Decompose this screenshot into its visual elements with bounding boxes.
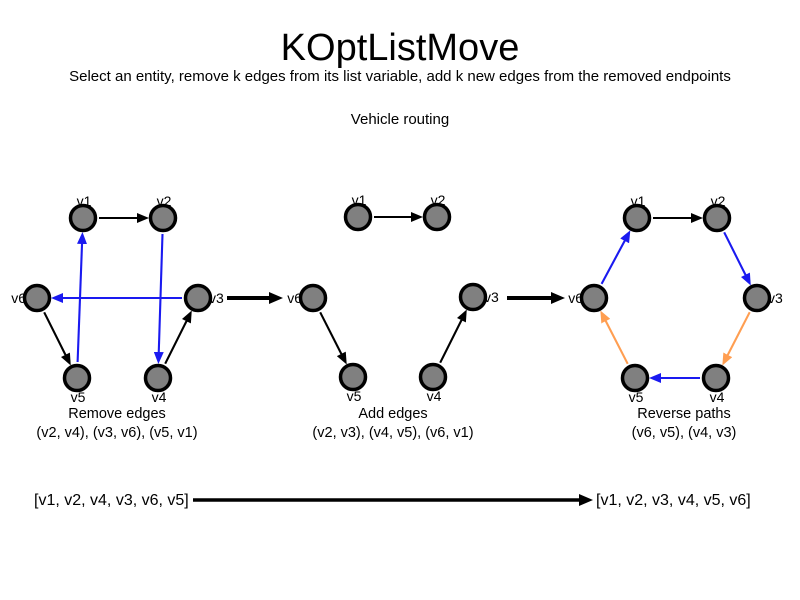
node-remove-edges-v6 bbox=[22, 283, 52, 313]
edge-reverse-paths-v5-v6 bbox=[600, 310, 629, 365]
node-label-add-edges-v4: v4 bbox=[427, 388, 442, 404]
edge-add-edges-v4-v3 bbox=[439, 309, 467, 364]
node-label-remove-edges-v2: v2 bbox=[157, 193, 172, 209]
node-label-reverse-paths-v3: v3 bbox=[768, 290, 783, 306]
node-add-edges-v3 bbox=[458, 282, 488, 312]
node-add-edges-v2 bbox=[422, 202, 452, 232]
node-label-add-edges-v3: v3 bbox=[484, 289, 499, 305]
node-label-add-edges-v5: v5 bbox=[347, 388, 362, 404]
node-label-add-edges-v1: v1 bbox=[352, 192, 367, 208]
node-add-edges-v4 bbox=[418, 362, 448, 392]
caption-add-edges: Add edges (v2, v3), (v4, v5), (v6, v1) bbox=[253, 405, 533, 443]
node-reverse-paths-v6 bbox=[579, 283, 609, 313]
edge-remove-edges-v2-v4 bbox=[153, 233, 164, 364]
node-label-remove-edges-v3: v3 bbox=[209, 290, 224, 306]
node-label-remove-edges-v4: v4 bbox=[152, 389, 167, 405]
node-label-reverse-paths-v6: v6 bbox=[568, 290, 583, 306]
node-add-edges-v1 bbox=[343, 202, 373, 232]
edge-remove-edges-v4-v3 bbox=[164, 310, 192, 365]
edge-add-edges-v6-v5 bbox=[319, 311, 347, 365]
page-title: KOptListMove bbox=[280, 27, 520, 69]
caption-reverse-paths-title: Reverse paths bbox=[637, 406, 731, 422]
node-remove-edges-v4 bbox=[143, 363, 173, 393]
node-add-edges-v6 bbox=[298, 283, 328, 313]
node-remove-edges-v2 bbox=[148, 203, 178, 233]
edge-reverse-paths-v6-v1 bbox=[600, 230, 631, 285]
caption-add-edges-title: Add edges bbox=[358, 406, 428, 422]
node-remove-edges-v1 bbox=[68, 203, 98, 233]
caption-add-edges-list: (v2, v3), (v4, v5), (v6, v1) bbox=[312, 425, 474, 441]
list-before: [v1, v2, v4, v3, v6, v5] bbox=[34, 492, 189, 509]
node-label-reverse-paths-v2: v2 bbox=[711, 193, 726, 209]
node-label-remove-edges-v1: v1 bbox=[77, 193, 92, 209]
node-label-add-edges-v6: v6 bbox=[287, 290, 302, 306]
list-after: [v1, v2, v3, v4, v5, v6] bbox=[596, 492, 751, 509]
node-reverse-paths-v2 bbox=[702, 203, 732, 233]
caption-remove-edges-title: Remove edges bbox=[68, 406, 166, 422]
node-label-remove-edges-v5: v5 bbox=[71, 389, 86, 405]
node-label-reverse-paths-v1: v1 bbox=[631, 193, 646, 209]
edge-remove-edges-v5-v1 bbox=[76, 232, 88, 363]
node-reverse-paths-v1 bbox=[622, 203, 652, 233]
page-subtitle: Select an entity, remove k edges from it… bbox=[69, 68, 731, 85]
scenario-label: Vehicle routing bbox=[350, 111, 450, 128]
node-label-reverse-paths-v5: v5 bbox=[629, 389, 644, 405]
node-reverse-paths-v4 bbox=[701, 363, 731, 393]
caption-remove-edges: Remove edges (v2, v4), (v3, v6), (v5, v1… bbox=[0, 405, 257, 443]
node-label-add-edges-v2: v2 bbox=[431, 192, 446, 208]
node-reverse-paths-v3 bbox=[742, 283, 772, 313]
edge-reverse-paths-v2-v3 bbox=[723, 231, 751, 286]
caption-reverse-paths-list: (v6, v5), (v4, v3) bbox=[631, 425, 737, 441]
edge-remove-edges-v6-v5 bbox=[43, 311, 71, 366]
node-remove-edges-v3 bbox=[183, 283, 213, 313]
caption-remove-edges-list: (v2, v4), (v3, v6), (v5, v1) bbox=[36, 425, 198, 441]
node-label-remove-edges-v6: v6 bbox=[11, 290, 26, 306]
node-label-reverse-paths-v4: v4 bbox=[710, 389, 725, 405]
node-remove-edges-v5 bbox=[62, 363, 92, 393]
node-reverse-paths-v5 bbox=[620, 363, 650, 393]
edge-reverse-paths-v3-v4 bbox=[722, 311, 751, 366]
caption-reverse-paths: Reverse paths (v6, v5), (v4, v3) bbox=[544, 405, 800, 443]
node-add-edges-v5 bbox=[338, 362, 368, 392]
